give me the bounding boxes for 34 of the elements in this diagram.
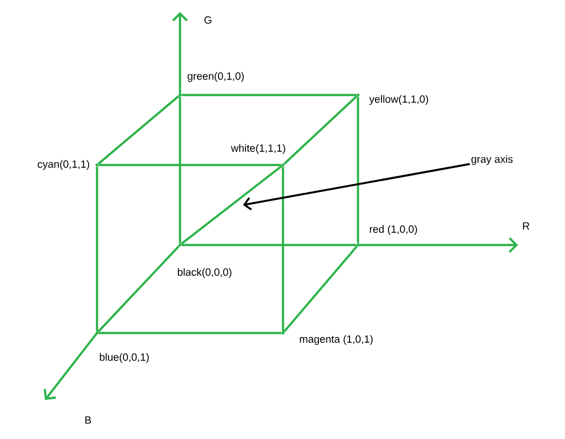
cube-edge [284, 95, 358, 165]
cube-edge [178, 96, 182, 244]
vertex-label: blue(0,0,1) [100, 353, 149, 363]
axis-label: G [204, 16, 212, 24]
vertex-label: green(0,1,0) [188, 72, 244, 82]
cube-vertex [178, 243, 182, 247]
vertex-label: yellow(1,1,0) [369, 95, 428, 105]
vertex-label: red (1,0,0) [370, 225, 417, 235]
cube-vertex [95, 163, 99, 167]
callout-text: gray axis [471, 155, 513, 165]
cube-vertex [281, 163, 285, 167]
cube-edge [96, 166, 98, 332]
cube-vertex [281, 331, 285, 335]
vertex-label: magenta (1,0,1) [300, 335, 373, 345]
leader-arrow [243, 163, 470, 210]
cube-edge [180, 165, 282, 245]
cube-edge [182, 94, 356, 96]
cube-vertex [178, 93, 182, 97]
cube-edge [356, 96, 360, 244]
cube-vertex [95, 331, 99, 335]
cube-vertex [356, 243, 360, 247]
cube-edge [283, 246, 358, 332]
vertex-label: cyan(0,1,1) [38, 160, 90, 170]
cube-edge [97, 246, 180, 332]
cube-edge [98, 164, 282, 166]
vertex-label: white(1,1,1) [230, 144, 286, 154]
axis-label: B [85, 416, 91, 424]
cube-edge [282, 166, 284, 332]
cube-edge [182, 244, 356, 246]
vertex-label: black(0,0,0) [178, 268, 232, 278]
cube-edge [98, 332, 282, 334]
axis-label: R [523, 222, 530, 230]
cube-vertex [356, 93, 360, 97]
cube-edge [98, 95, 180, 165]
